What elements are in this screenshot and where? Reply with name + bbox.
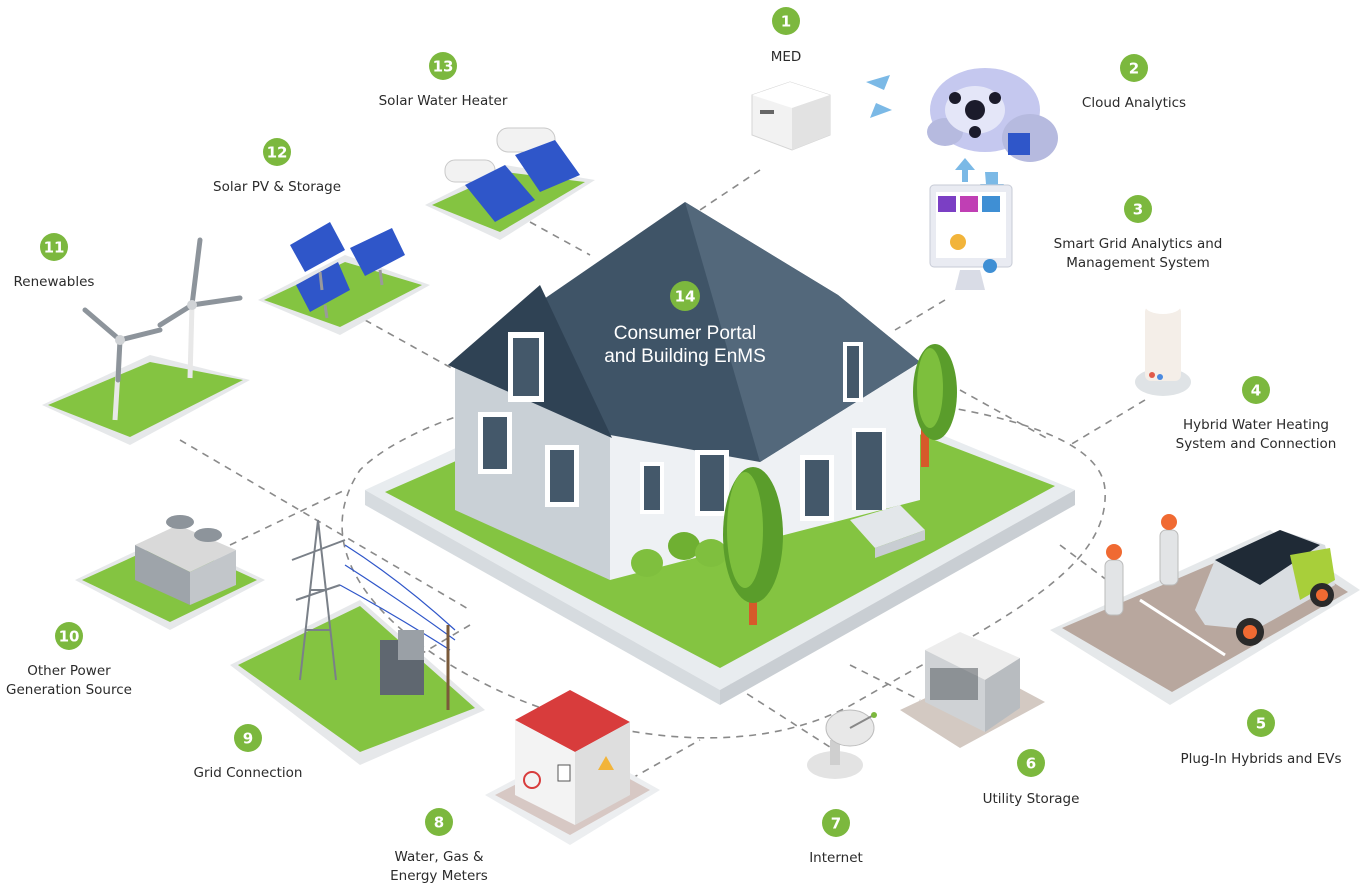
water-heater-illustration [1135, 298, 1191, 396]
internet-dish-illustration [807, 709, 877, 779]
label-cloud: Cloud Analytics [1082, 95, 1186, 111]
badge-number-grid: 9 [243, 730, 253, 748]
badge-hybrid-water [1242, 376, 1270, 404]
badge-grid [234, 724, 262, 752]
node-cloud: 2 Cloud Analytics [1082, 54, 1186, 111]
label-meters-line-1: Water, Gas & [394, 849, 484, 865]
label-internet: Internet [809, 850, 863, 866]
label-med: MED [771, 49, 802, 65]
node-other-power: 10 Other Power Generation Source [6, 622, 132, 698]
node-renewables: 11 Renewables [14, 233, 95, 290]
label-other-power-line-1: Other Power [27, 663, 111, 679]
badge-number-renewables: 11 [44, 239, 65, 257]
node-meters: 8 Water, Gas & Energy Meters [390, 808, 488, 884]
badge-number-smart-grid: 3 [1133, 201, 1143, 219]
node-smart-grid: 3 Smart Grid Analytics and Management Sy… [1054, 195, 1223, 271]
badge-number-hybrid-water: 4 [1251, 382, 1261, 400]
label-solar-pv: Solar PV & Storage [213, 179, 341, 195]
node-utility-storage: 6 Utility Storage [983, 749, 1080, 807]
solar-pv-illustration [258, 222, 430, 335]
node-hybrid-water: 4 Hybrid Water Heating System and Connec… [1176, 376, 1337, 452]
badge-number-solar-water: 13 [433, 58, 454, 76]
badge-internet [822, 809, 850, 837]
node-med: 1 MED [771, 7, 802, 65]
badge-number-cloud: 2 [1129, 60, 1139, 78]
grid-connection-illustration [230, 519, 485, 765]
node-grid: 9 Grid Connection [193, 724, 303, 781]
badge-number-utility-storage: 6 [1026, 755, 1036, 773]
badge-number-meters: 8 [434, 814, 444, 832]
badge-other-power [55, 622, 83, 650]
center-label-line-2: and Building EnMS [604, 346, 766, 367]
badge-med [772, 7, 800, 35]
badge-cloud [1120, 54, 1148, 82]
label-grid: Grid Connection [193, 765, 302, 781]
node-solar-water: 13 Solar Water Heater [379, 52, 508, 109]
label-smart-grid-line-2: Management System [1066, 255, 1210, 271]
utility-storage-illustration [900, 632, 1045, 748]
badge-meters [425, 808, 453, 836]
badge-number-evs: 5 [1256, 715, 1266, 733]
badge-number-other-power: 10 [59, 628, 80, 646]
center-badge [670, 281, 700, 311]
badge-evs [1247, 709, 1275, 737]
meters-cabinet-illustration [485, 690, 660, 845]
label-meters-line-2: Energy Meters [390, 868, 488, 884]
node-internet: 7 Internet [809, 809, 863, 866]
other-power-illustration [75, 515, 265, 630]
label-renewables: Renewables [14, 274, 95, 290]
solar-water-heater-illustration [425, 127, 595, 240]
badge-solar-pv [263, 138, 291, 166]
label-smart-grid-line-1: Smart Grid Analytics and [1054, 236, 1223, 252]
badge-number-internet: 7 [831, 815, 841, 833]
badge-utility-storage [1017, 749, 1045, 777]
med-device-illustration [751, 75, 892, 151]
label-other-power-line-2: Generation Source [6, 682, 132, 698]
house [448, 202, 925, 580]
badge-number-med: 1 [781, 13, 791, 31]
badge-solar-water [429, 52, 457, 80]
cloud-illustration [927, 68, 1058, 196]
center-node: 14 Consumer Portal and Building EnMS [604, 281, 766, 367]
ev-charging-illustration [1050, 514, 1360, 705]
badge-number-solar-pv: 12 [267, 144, 288, 162]
trees [631, 344, 957, 625]
center-label-line-1: Consumer Portal [614, 323, 757, 344]
badge-smart-grid [1124, 195, 1152, 223]
label-hybrid-water-line-1: Hybrid Water Heating [1183, 417, 1329, 433]
wind-turbines-illustration [42, 237, 250, 445]
label-hybrid-water-line-2: System and Connection [1176, 436, 1337, 452]
label-solar-water: Solar Water Heater [379, 93, 508, 109]
label-evs: Plug-In Hybrids and EVs [1180, 751, 1341, 767]
node-evs: 5 Plug-In Hybrids and EVs [1180, 709, 1342, 767]
badge-renewables [40, 233, 68, 261]
center-badge-number: 14 [675, 288, 696, 306]
node-solar-pv: 12 Solar PV & Storage [213, 138, 341, 195]
label-utility-storage: Utility Storage [983, 791, 1080, 807]
monitor-illustration [929, 184, 1013, 290]
